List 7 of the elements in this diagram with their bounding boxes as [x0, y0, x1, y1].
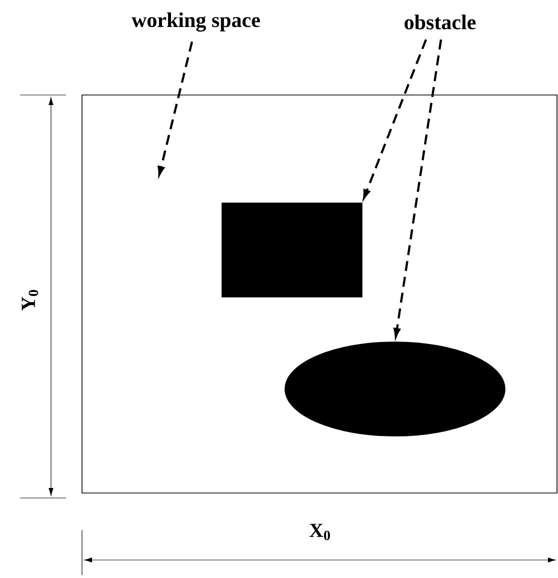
workspace-frame [82, 94, 558, 494]
dimension-label: X$_{0}$ [309, 524, 330, 540]
obstacle-ellipse [284, 342, 506, 436]
callout-text: working space [132, 12, 260, 32]
callout-text: obstacle [404, 14, 476, 30]
dimension-label: Y$_{0}$ [22, 290, 38, 311]
obstacle-rectangle [222, 202, 362, 298]
